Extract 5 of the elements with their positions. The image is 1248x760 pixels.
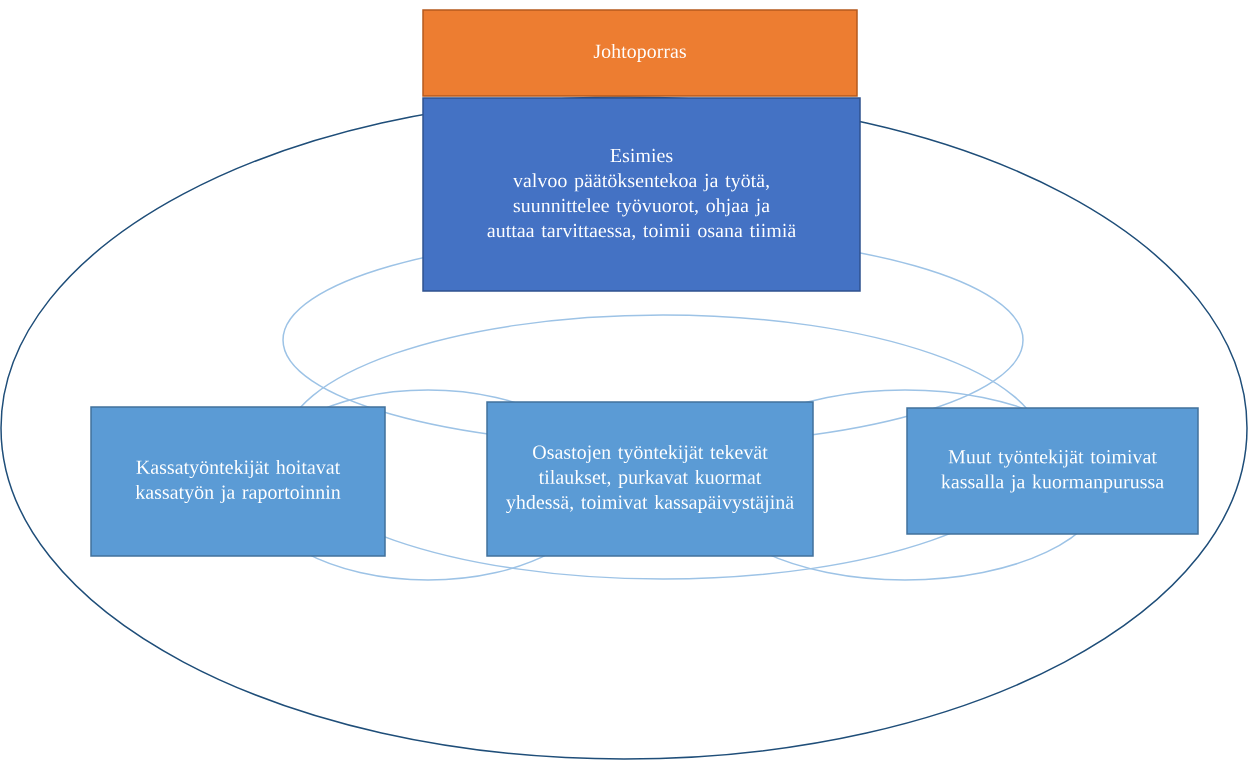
team-box: Kassatyöntekijät hoitavat kassatyön ja raportoinnin xyxy=(90,406,386,557)
team-box: Osastojen työntekijät tekevät tilaukset, purkavat kuormat yhdessä, toimivat kassapäivystäjinä xyxy=(486,401,814,557)
management-box: Johtoporras xyxy=(422,9,858,97)
supervisor-box: Esimies valvoo päätöksentekoa ja työtä, suunnittelee työvuorot, ohjaa ja auttaa tarvittaessa, toimii osana tiimiä xyxy=(422,97,861,292)
team-box: Muut työntekijät toimivat kassalla ja kuormanpurussa xyxy=(906,407,1199,535)
